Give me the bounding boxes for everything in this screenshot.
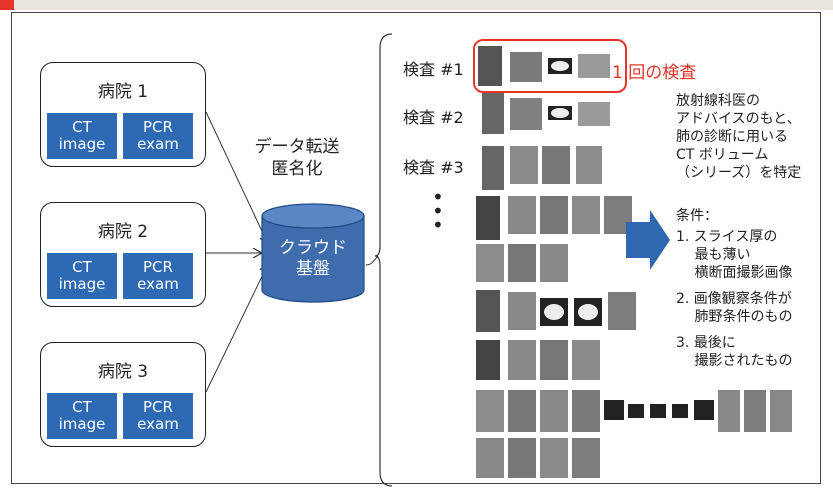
badge-line: image	[58, 275, 106, 293]
exam-1-highlight	[473, 39, 627, 93]
badge-line: CT	[72, 398, 92, 416]
condition-line: 2. 画像観察条件が	[676, 291, 792, 307]
note-line: 肺の診断に用いる	[676, 129, 788, 145]
top-band	[0, 0, 833, 10]
exam-label-3: 検査 #3	[403, 158, 464, 177]
criteria-arrow	[626, 210, 670, 270]
ct-image-badge: CT image	[47, 253, 117, 299]
single-exam-callout: 1 回の検査	[612, 63, 697, 83]
pcr-exam-badge: PCR exam	[123, 393, 193, 439]
cloud-cylinder	[261, 203, 365, 303]
note-line: 放射線科医の	[676, 93, 760, 109]
exam-label-1: 検査 #1	[403, 60, 464, 79]
condition-2: 2. 画像観察条件が 肺野条件のもの	[676, 290, 792, 326]
condition-1: 1. スライス厚の 最も薄い 横断面撮影画像	[676, 228, 792, 282]
badge-line: CT	[72, 118, 92, 136]
pcr-exam-badge: PCR exam	[123, 113, 193, 159]
ct-image-badge: CT image	[47, 393, 117, 439]
transfer-line: データ転送	[254, 137, 340, 157]
cloud-line: 基盤	[296, 259, 330, 279]
condition-3: 3. 最後に 撮影されたもの	[676, 334, 792, 370]
ct-image-badge: CT image	[47, 113, 117, 159]
exam-bracket	[374, 33, 393, 487]
hospital-label: 病院 3	[97, 362, 149, 382]
badge-line: exam	[137, 415, 179, 433]
ellipsis-dots: •••	[432, 185, 444, 237]
flow-arrow-hospital-1	[205, 111, 268, 244]
note-line: （シリーズ）を特定	[676, 165, 802, 181]
ct-thumbnails	[476, 46, 792, 478]
cloud-label: クラウド 基盤	[258, 238, 368, 280]
hospital-label: 病院 2	[97, 222, 149, 242]
badge-line: PCR	[143, 258, 173, 276]
condition-line: 撮影されたもの	[676, 353, 793, 369]
badge-line: CT	[72, 258, 92, 276]
badge-line: PCR	[143, 118, 173, 136]
condition-line: 最も薄い	[676, 247, 751, 263]
hospital-2: 病院 2 CT image PCR exam	[40, 202, 206, 307]
anonymize-line: 匿名化	[271, 159, 323, 179]
condition-line: 肺野条件のもの	[676, 309, 793, 325]
hospital-label: 病院 1	[97, 82, 149, 102]
exam-label-2: 検査 #2	[403, 108, 464, 127]
badge-line: exam	[137, 135, 179, 153]
badge-line: image	[58, 415, 106, 433]
badge-line: image	[58, 135, 106, 153]
transfer-label: データ転送 匿名化	[247, 136, 347, 180]
radiologist-note: 放射線科医の アドバイスのもと、 肺の診断に用いる CT ボリューム （シリーズ…	[676, 92, 801, 182]
note-line: アドバイスのもと、	[676, 111, 801, 127]
cloud-line: クラウド	[279, 238, 347, 258]
figure-marker	[0, 0, 14, 10]
condition-line: 3. 最後に	[676, 335, 736, 351]
condition-line: 横断面撮影画像	[676, 265, 793, 281]
conditions-title: 条件：	[676, 208, 718, 224]
pcr-exam-badge: PCR exam	[123, 253, 193, 299]
badge-line: exam	[137, 275, 179, 293]
hospital-3: 病院 3 CT image PCR exam	[40, 342, 206, 447]
badge-line: PCR	[143, 398, 173, 416]
flow-arrow-hospital-3	[205, 264, 268, 393]
note-line: CT ボリューム	[676, 147, 769, 163]
condition-line: 1. スライス厚の	[676, 229, 778, 245]
hospital-1: 病院 1 CT image PCR exam	[40, 62, 206, 167]
